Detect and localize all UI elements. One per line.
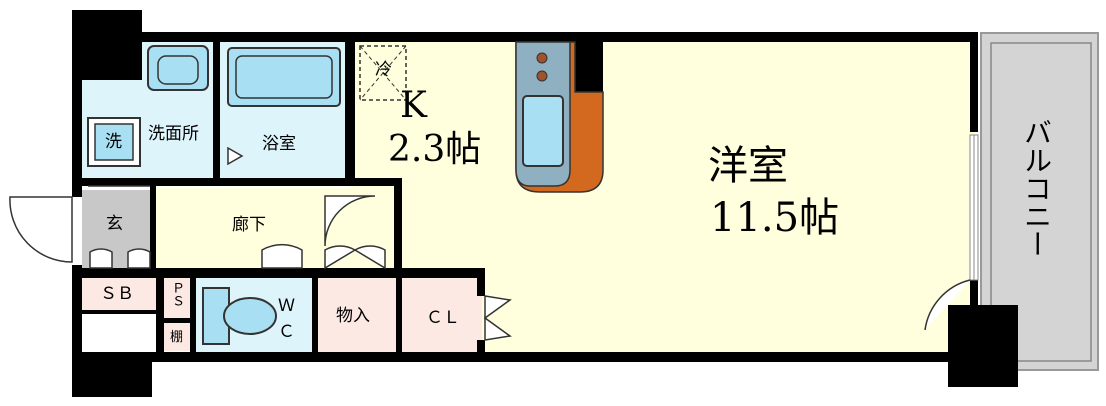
sink-icon	[522, 95, 564, 167]
western-room-size: 11.5帖	[710, 195, 840, 241]
kitchen-label: K	[400, 85, 427, 126]
ps-label: ＰＳ	[169, 281, 184, 307]
entry-gap	[72, 197, 82, 265]
stove-burner-icon	[536, 52, 548, 64]
toilet-bowl-icon	[223, 297, 277, 335]
balcony-label: バルコニー	[1020, 118, 1053, 258]
storage-label: 物入	[336, 306, 370, 326]
walls	[72, 10, 1018, 397]
doors	[9, 195, 971, 341]
closet-floor	[402, 278, 482, 352]
door-arrow-icon	[227, 146, 244, 166]
shoe-box-label: ＳＢ	[100, 284, 134, 304]
corridor-label: 廊下	[232, 215, 266, 235]
closet-label: ＣＬ	[426, 308, 460, 328]
fridge-space	[359, 45, 407, 101]
bathroom-label: 浴室	[262, 134, 296, 154]
washroom-label: 洗面所	[148, 124, 199, 144]
shelf-label: 棚	[170, 330, 184, 345]
storage-floor	[318, 278, 398, 352]
western-room-label: 洋室	[708, 143, 788, 189]
washer-label: 洗	[105, 132, 122, 152]
shoe-box-floor	[82, 278, 156, 310]
ps-floor	[164, 278, 192, 318]
entrance-label: 玄	[106, 214, 123, 234]
kitchen-size: 2.3帖	[388, 129, 482, 170]
fridge-label: 冷	[375, 60, 392, 80]
shelf-floor	[164, 323, 192, 351]
stove-burner-icon	[536, 70, 548, 82]
toilet-w-label: Ｗ	[278, 296, 295, 316]
toilet-c-label: Ｃ	[278, 322, 295, 342]
